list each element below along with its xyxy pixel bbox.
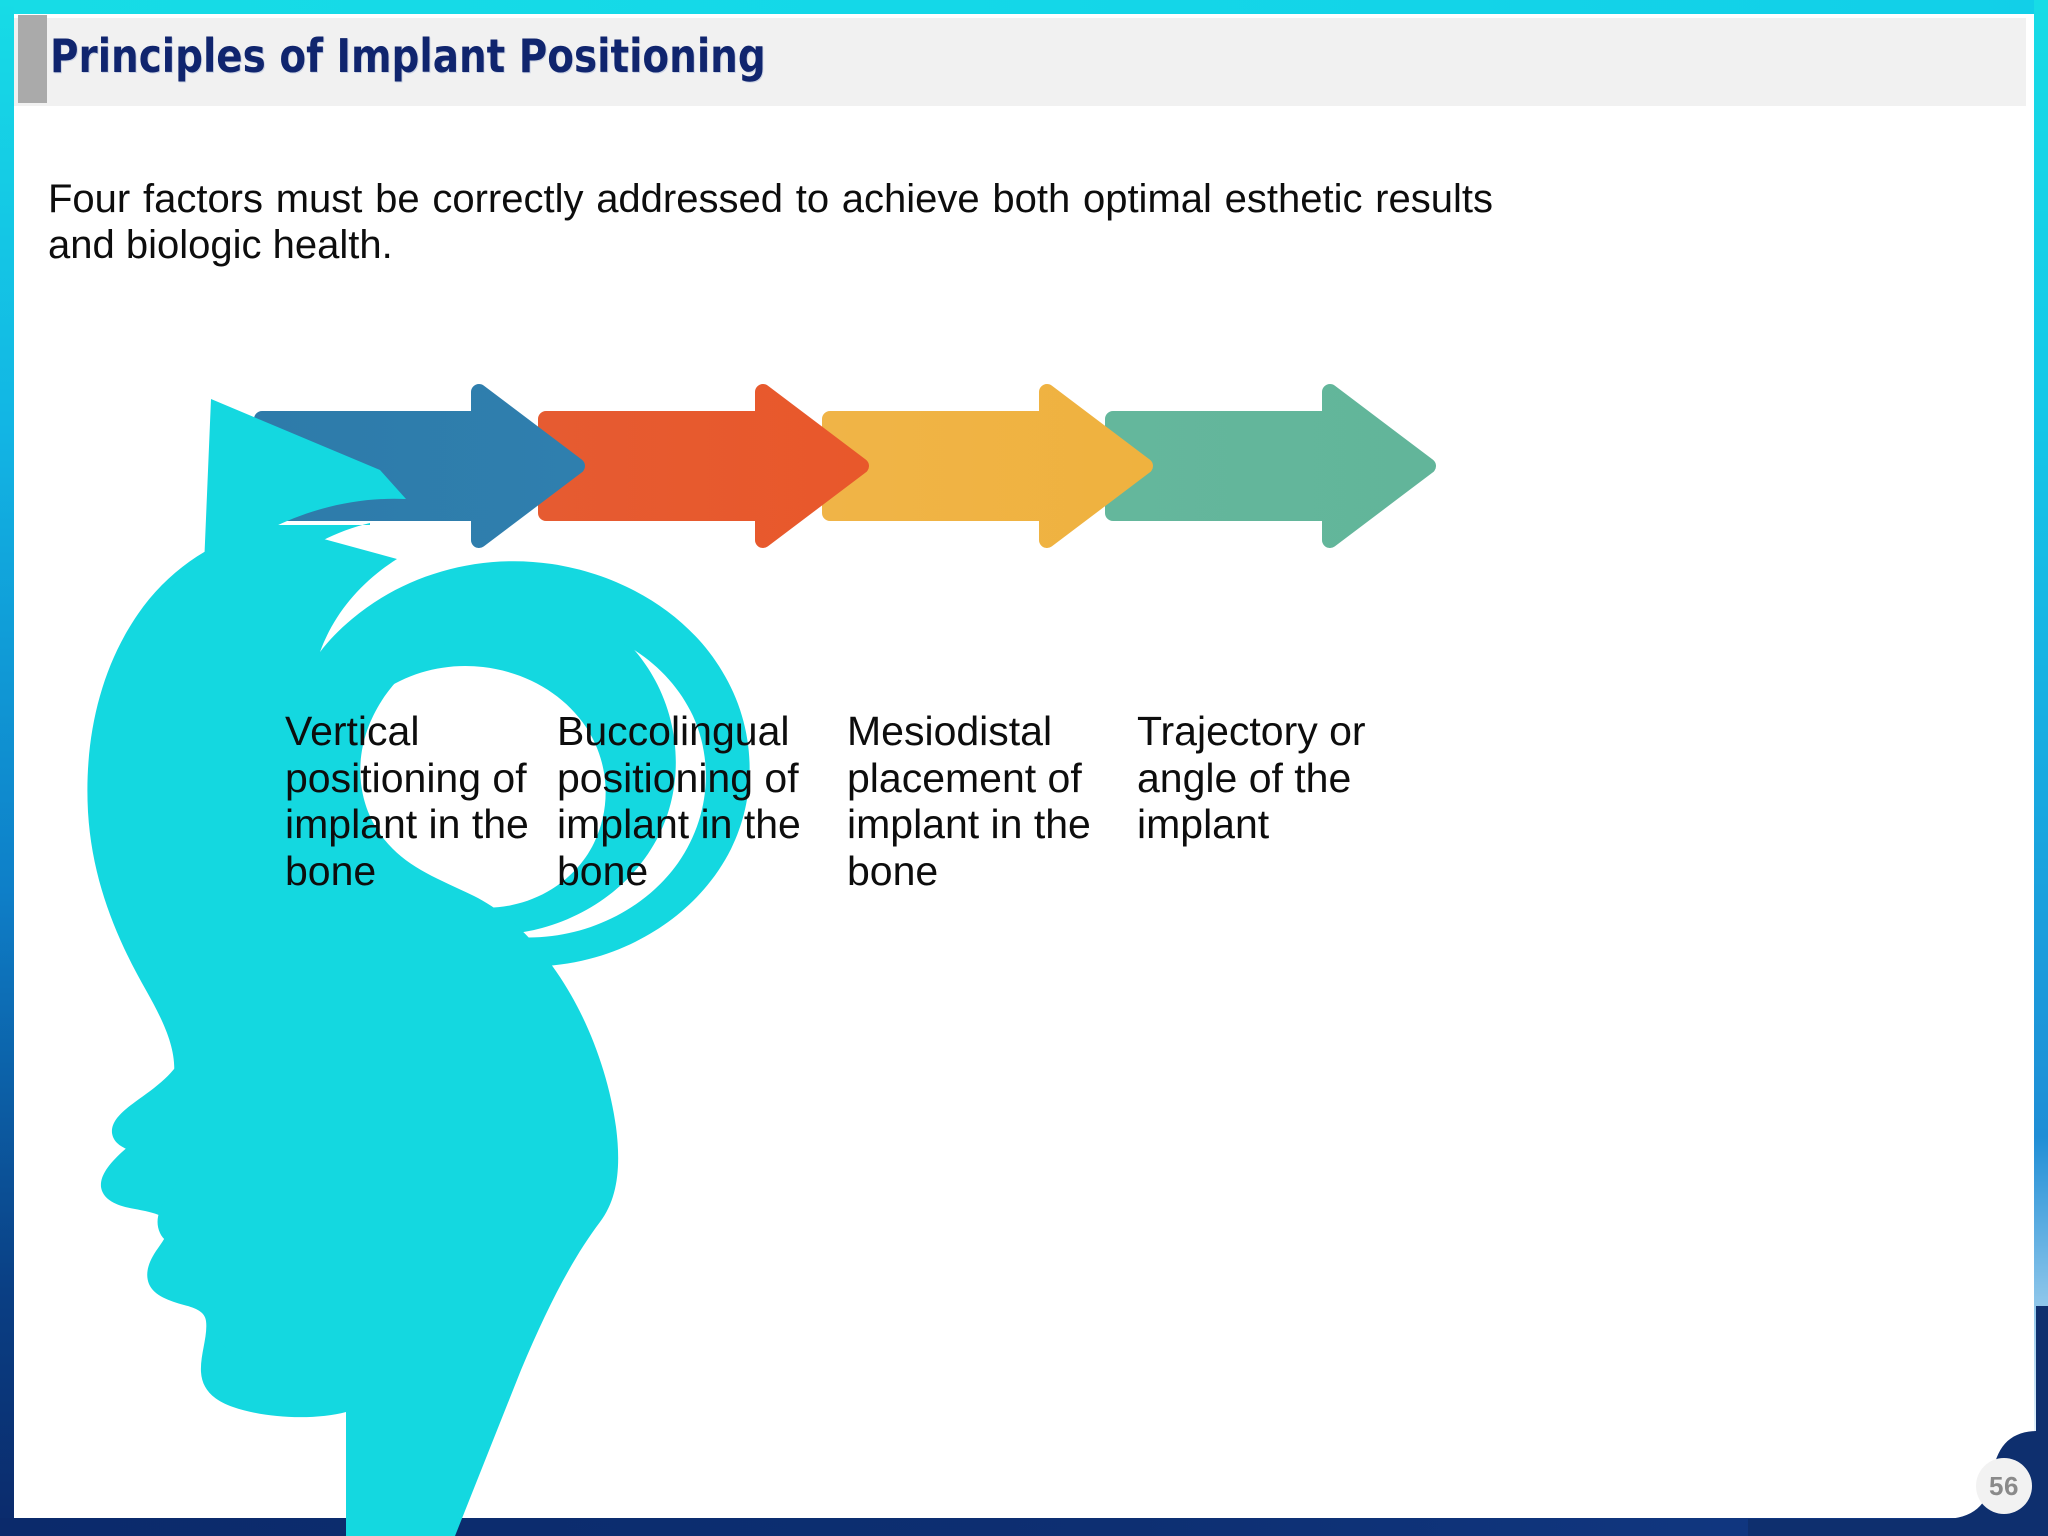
slide-border-right: [2034, 0, 2048, 1536]
slide-border-top: [0, 0, 2048, 14]
title-band: [14, 18, 2026, 106]
page-number-badge: 56: [1976, 1458, 2032, 1514]
process-label-3: Mesiodistal placement of implant in the …: [847, 708, 1091, 895]
title-accent-bar: [18, 15, 47, 103]
process-label-1: Vertical positioning of implant in the b…: [285, 708, 529, 895]
page-title: Principles of Implant Positioning: [50, 29, 766, 83]
process-label-2: Buccolingual positioning of implant in t…: [557, 708, 801, 895]
body-paragraph: Four factors must be correctly addressed…: [48, 176, 1493, 269]
slide-border-left: [0, 0, 14, 1536]
process-label-4: Trajectory or angle of the implant: [1137, 708, 1366, 848]
body-paragraph-text: Four factors must be correctly addressed…: [48, 177, 1493, 268]
